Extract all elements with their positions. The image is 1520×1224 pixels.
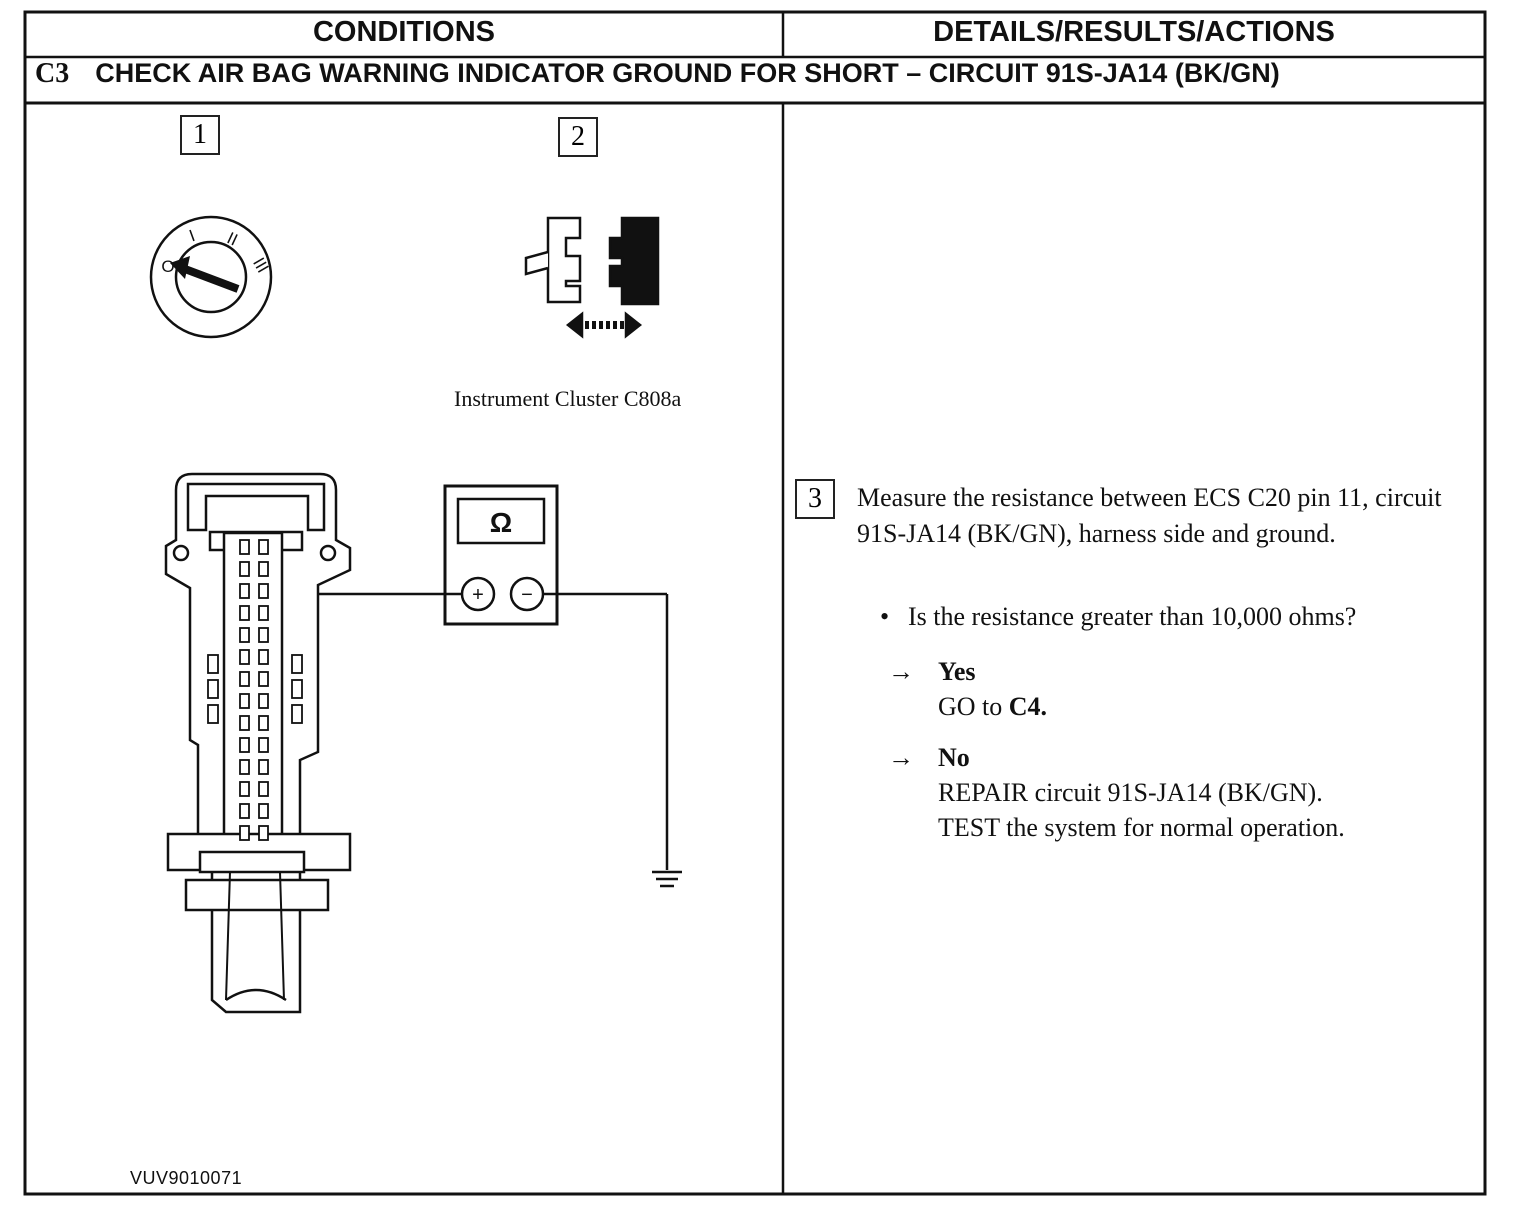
question-bullet: • Is the resistance greater than 10,000 o… (880, 602, 1356, 632)
conditions-header: CONDITIONS (312, 16, 496, 48)
no-branch: → No REPAIR circuit 91S-JA14 (BK/GN). TE… (888, 740, 1345, 845)
step-title-row: C3 CHECK AIR BAG WARNING INDICATOR GROUND… (35, 58, 1280, 90)
yes-label: Yes (938, 657, 976, 686)
yes-action: GO to C4. (938, 689, 1047, 724)
yes-branch: → Yes GO to C4. (888, 654, 1047, 724)
meter-plus: + (472, 584, 484, 606)
ohm-symbol: Ω (490, 507, 512, 538)
instruction-text: Measure the resistance between ECS C20 p… (857, 483, 1442, 548)
connector-caption: Instrument Cluster C808a (454, 386, 682, 411)
yes-action-target: C4. (1008, 692, 1048, 721)
figure-id: VUV9010071 (130, 1168, 243, 1188)
no-arrow-icon: → (888, 743, 914, 772)
yes-arrow-icon: → (888, 657, 914, 686)
step-2-box: 2 (558, 117, 598, 157)
connector-disconnect-icon (524, 216, 660, 339)
ohmmeter-icon: Ω + − (443, 484, 559, 626)
ground-icon (652, 870, 682, 888)
step-id: C3 (35, 58, 70, 89)
details-header: DETAILS/RESULTS/ACTIONS (933, 16, 1335, 48)
question-text: Is the resistance greater than 10,000 oh… (908, 602, 1357, 631)
bullet-dot: • (880, 602, 890, 631)
ignition-pos-0: O (161, 257, 174, 276)
ignition-pos-1: I (187, 226, 198, 245)
test-leads (258, 590, 669, 870)
meter-minus: − (521, 584, 533, 606)
yes-action-prefix: GO to (938, 692, 1009, 721)
step-3-box: 3 (795, 479, 835, 519)
no-label: No (938, 743, 970, 772)
step-title: CHECK AIR BAG WARNING INDICATOR GROUND F… (95, 58, 1280, 88)
harness-connector-icon (164, 472, 352, 1014)
no-action-2: TEST the system for normal operation. (938, 813, 1345, 842)
step-1-box: 1 (180, 115, 220, 155)
ignition-switch-icon: O I II III (149, 215, 273, 339)
no-action-1: REPAIR circuit 91S-JA14 (BK/GN). (938, 778, 1323, 807)
